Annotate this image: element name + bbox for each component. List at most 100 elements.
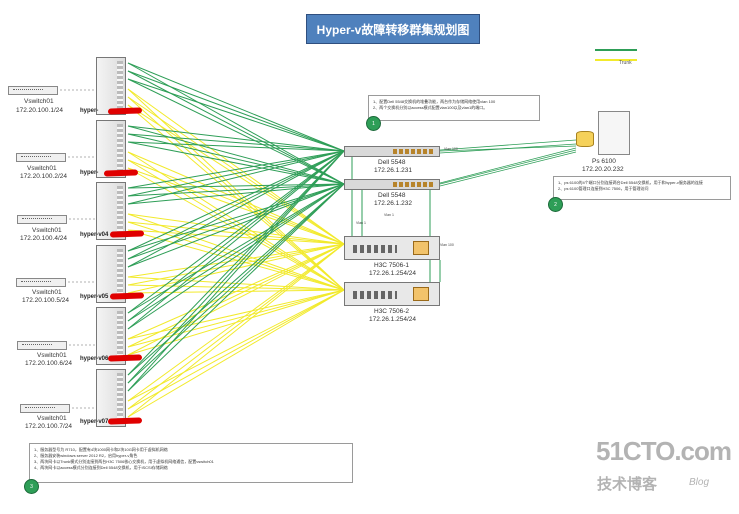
vswitch-name: Vswitch01 [32,227,62,234]
vswitch-name: Vswitch01 [37,415,67,422]
trunk-link [127,243,345,286]
legend: Trunk [593,43,639,69]
host-name: hyper-v05 [80,294,109,300]
switch-name: Dell 5548 [378,192,406,199]
host-name: hyper-v07 [80,419,109,425]
iscsi-link [127,62,345,152]
redaction-mark [107,354,143,362]
switch-ip: 172.26.1.232 [374,200,412,207]
iscsi-link [127,150,345,205]
vswitch-ip: 172.20.100.4/24 [20,235,67,242]
iscsi-link [127,133,345,152]
legend-item-2: Trunk [619,60,632,66]
iscsi-link [127,78,345,152]
iscsi-link [127,183,345,268]
iscsi-link [127,150,345,392]
iscsi-link [127,183,345,392]
iscsi-link [127,183,345,260]
trunk-link [127,243,345,340]
iscsi-link [127,183,345,384]
trunk-link [127,229,345,245]
trunk-link [127,151,345,245]
vswitch-name: Vswitch01 [32,289,62,296]
storage-name: Ps 6100 [592,158,616,165]
note-c-line-4: 4、两块网卡以access模式分别连接到Dell 5548交换机，用于iSCSI… [34,465,168,470]
redaction-mark [103,169,139,177]
note-storage-config: 1、ps 6100的4个端口分别连接两台Dell 5548交换机，用于和hype… [553,176,731,200]
iscsi-link [127,70,345,152]
iscsi-link [127,183,345,197]
trunk-link [127,167,345,245]
server-host [96,182,126,240]
watermark-blog: Blog [689,477,710,488]
trunk-link [127,243,345,278]
iscsi-link [127,183,345,252]
h3c-core-switch [344,282,440,306]
trunk-link [127,289,345,402]
iscsi-link [127,125,345,152]
redaction-mark [107,107,143,115]
vswitch-ip: 172.20.100.5/24 [22,297,69,304]
iscsi-link [127,150,345,197]
host-name: hyper-v04 [80,232,109,238]
trunk-link [127,243,345,418]
vswitch-name: Vswitch01 [27,165,57,172]
vswitch-ip: 172.20.100.7/24 [25,423,72,430]
legend-green-line [595,49,637,51]
iscsi-link [127,133,345,185]
router-name: H3C 7506-2 [374,308,410,315]
note-switch-config: 1、配置Dell 5548交换机的堆叠功能，两台作为存储网络使用vlan 100… [368,95,540,121]
storage-array [598,111,630,155]
server-host [96,120,126,178]
trunk-link [127,159,345,245]
switch-name: Dell 5548 [378,159,406,166]
iscsi-link [127,150,345,268]
note-c-line-3: 3、两块网卡以Trunk模式分别连接到两台H3C 7506核心交换机，用于虚拟机… [34,459,214,464]
link-label-vlan1: Vlan 1 [384,213,394,217]
note-server-config: 1、服务器型号为 R710，配置有4块1000网卡和2块10G网卡用于虚拟机网络… [29,443,353,483]
note-b-line-1: 1、ps 6100的4个端口分别连接两台Dell 5548交换机，用于和hype… [558,180,703,185]
storage-link [439,139,577,151]
diagram-title: Hyper-v故障转移群集规划图 [306,14,480,44]
link-label-vlan1: Vlan 1 [356,221,366,225]
watermark-cn: 技术博客 [597,476,658,493]
iscsi-link [127,141,345,185]
link-label-vlan100: Vlan 100 [444,147,458,151]
host-name: hyper- [80,108,99,114]
iscsi-link [127,150,345,314]
storage-link [439,147,577,184]
storage-ip: 172.20.20.232 [582,166,624,173]
iscsi-link [127,141,345,152]
note-c-line-1: 1、服务器型号为 R710，配置有4块1000网卡和2块10G网卡用于虚拟机网络 [34,447,168,452]
iscsi-link [127,150,345,260]
router-ip: 172.26.1.254/24 [369,316,416,323]
server-host [96,57,126,115]
link-label-vlan100-h3c: Vlan 100 [440,243,454,247]
trunk-link [127,243,345,410]
host-name: hyper-v06 [80,356,109,362]
trunk-link [127,289,345,340]
h3c-core-switch [344,236,440,260]
vswitch-icon [16,153,66,162]
iscsi-link [127,150,345,252]
dell-switch [344,146,440,157]
dell-switch [344,179,440,190]
trunk-link [127,243,345,294]
trunk-link [127,213,345,245]
trunk-link [127,243,345,348]
vswitch-icon [16,278,66,287]
iscsi-link [127,62,345,185]
storage-link [439,151,577,187]
iscsi-link [127,183,345,314]
note-a-line-2: 2、两个交换机分别以access模式配置vlan100以及vlan1的端口。 [373,105,488,110]
trunk-link [127,289,345,418]
trunk-link [127,221,345,245]
iscsi-link [127,150,345,330]
iscsi-link [127,183,345,376]
server-host [96,369,126,427]
legend-yellow-line [595,59,637,61]
router-name: H3C 7506-1 [374,262,410,269]
note-c-line-2: 2、服务器安装windows server 2012 R2，启用hyper-v角… [34,453,138,458]
